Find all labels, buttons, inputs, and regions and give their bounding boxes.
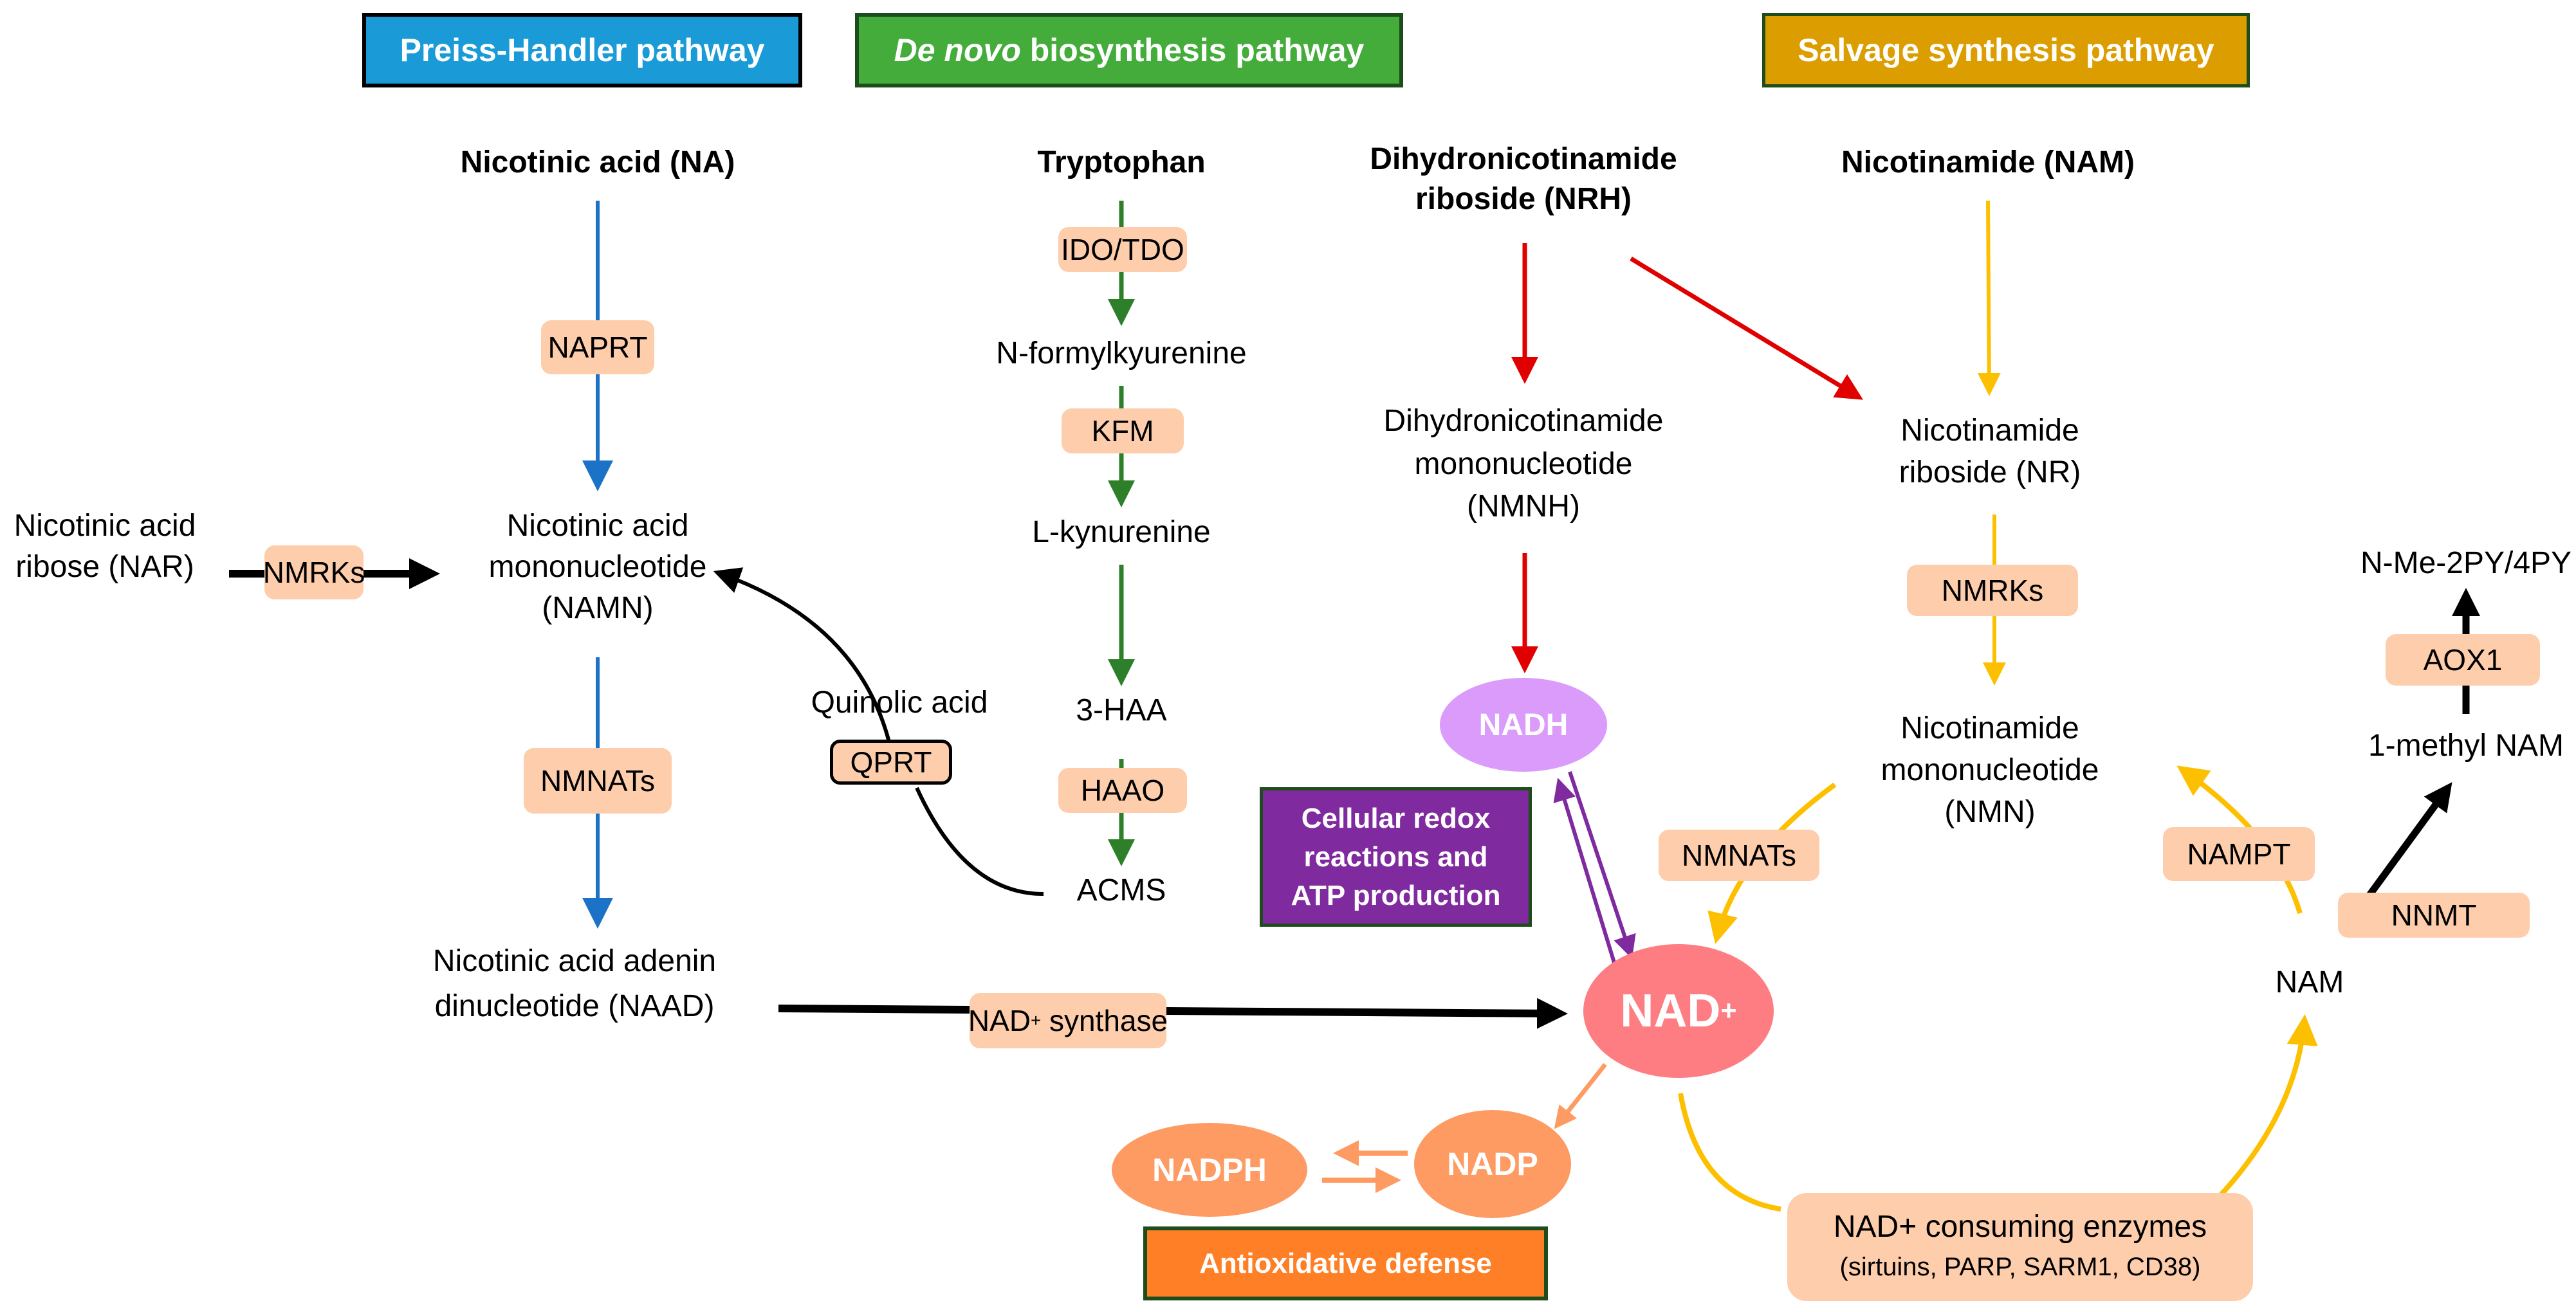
metabolite-nr-line1: Nicotinamide: [1900, 414, 2079, 448]
arrow-nam-to-nr: [1977, 200, 2001, 396]
header-de-novo: De novo biosynthesis pathway: [855, 13, 1403, 87]
node-nad-base: NAD: [1620, 985, 1721, 1037]
header-salvage: Salvage synthesis pathway: [1762, 13, 2250, 87]
curve-acms-to-qprt: [915, 787, 1044, 896]
enzyme-naprt: NAPRT: [541, 320, 654, 374]
enzyme-nmrks-left: NMRKs: [263, 545, 365, 599]
header-de-novo-label: De novo biosynthesis pathway: [894, 32, 1365, 69]
source-nrh-line2: riboside (NRH): [1415, 182, 1632, 216]
arrow-consuming-to-nam: [2218, 1014, 2318, 1198]
enzyme-nad-consuming: NAD+ consuming enzymes (sirtuins, PARP, S…: [1787, 1193, 2253, 1301]
node-nadp: NADP: [1414, 1110, 1571, 1218]
node-nad-plus: NAD+: [1583, 944, 1774, 1078]
metabolite-nmnh-line1: Dihydronicotinamide: [1383, 404, 1664, 438]
enzyme-nad-consuming-line1: NAD+ consuming enzymes: [1833, 1210, 2207, 1244]
function-redox-line3: ATP production: [1291, 879, 1501, 911]
header-de-novo-italic: De novo: [894, 32, 1021, 68]
enzyme-nmnats-left: NMNATs: [524, 748, 672, 814]
node-nad-sup: +: [1720, 995, 1737, 1026]
source-tryptophan: Tryptophan: [1037, 145, 1206, 179]
node-nadh: NADH: [1440, 678, 1607, 772]
function-antioxidative-box: Antioxidative defense: [1143, 1226, 1548, 1300]
arrow-nad-to-nadh: [1553, 778, 1617, 965]
metabolite-n-me-2py-4py: N-Me-2PY/4PY: [2360, 546, 2572, 580]
metabolite-nar-line2: ribose (NAR): [15, 550, 194, 584]
source-nicotinic-acid: Nicotinic acid (NA): [460, 145, 735, 179]
metabolite-n-formylkynurenine: N-formylkyurenine: [996, 336, 1247, 370]
source-nrh-line1: Dihydronicotinamide: [1370, 142, 1677, 176]
metabolite-namn-line2: mononucleotide: [488, 550, 707, 584]
metabolite-nam-recycled: NAM: [2275, 965, 2344, 999]
arrow-nad-to-nadp: [1554, 1062, 1607, 1129]
enzyme-haao: HAAO: [1058, 768, 1187, 813]
function-redox-line2: reactions and: [1303, 841, 1488, 873]
metabolite-l-kynurenine: L-kynurenine: [1032, 515, 1211, 549]
enzyme-aox1: AOX1: [2386, 634, 2540, 686]
enzyme-ido-tdo: IDO/TDO: [1058, 227, 1187, 272]
metabolite-nar-line1: Nicotinic acid: [14, 509, 196, 543]
enzyme-nad-synthase-rest: synthase: [1041, 1004, 1168, 1037]
enzyme-nnmt: NNMT: [2338, 893, 2530, 938]
arrow-nrh-to-nr: [1630, 257, 1863, 400]
function-redox-line1: Cellular redox: [1301, 802, 1491, 834]
enzyme-nad-synthase-base: NAD: [968, 1004, 1031, 1037]
metabolite-1-methyl-nam: 1-methyl NAM: [2368, 729, 2564, 763]
metabolite-naad-line2: dinucleotide (NAAD): [434, 989, 715, 1023]
metabolite-nmn-line2: mononucleotide: [1881, 753, 2099, 787]
function-redox-box: Cellular redox reactions and ATP product…: [1260, 787, 1532, 927]
enzyme-nad-synthase-sup: +: [1031, 1010, 1042, 1030]
metabolite-nmnh-line3: (NMNH): [1467, 489, 1580, 524]
enzyme-nad-consuming-line2: (sirtuins, PARP, SARM1, CD38): [1839, 1253, 2201, 1281]
metabolite-quinolic-acid: Quinolic acid: [811, 686, 988, 720]
arrow-naad-to-nad: [778, 998, 1568, 1029]
enzyme-nmrks-right: NMRKs: [1907, 565, 2078, 616]
metabolite-nr-line2: riboside (NR): [1899, 455, 2081, 489]
enzyme-nmnats-right: NMNATs: [1659, 830, 1819, 881]
header-salvage-label: Salvage synthesis pathway: [1798, 32, 2214, 68]
enzyme-kfm: KFM: [1062, 408, 1184, 453]
arrow-nad-to-consuming: [1678, 1093, 1781, 1212]
metabolite-3-haa: 3-HAA: [1076, 693, 1167, 727]
metabolite-acms: ACMS: [1076, 873, 1166, 907]
node-nadph: NADPH: [1112, 1123, 1307, 1217]
enzyme-qprt: QPRT: [830, 740, 952, 785]
arrow-nadh-to-nad: [1568, 771, 1636, 959]
header-preiss-handler-label: Preiss-Handler pathway: [400, 32, 765, 68]
function-antioxidative-label: Antioxidative defense: [1199, 1247, 1492, 1279]
metabolite-nmn-line1: Nicotinamide: [1900, 711, 2079, 745]
header-de-novo-rest: biosynthesis pathway: [1020, 32, 1365, 68]
source-nicotinamide: Nicotinamide (NAM): [1841, 145, 2135, 179]
enzyme-nampt: NAMPT: [2163, 827, 2315, 881]
metabolite-nmn-line3: (NMN): [1944, 795, 2036, 829]
metabolite-nmnh-line2: mononucleotide: [1414, 447, 1633, 481]
metabolite-naad-line1: Nicotinic acid adenin: [432, 944, 717, 978]
header-preiss-handler: Preiss-Handler pathway: [362, 13, 802, 87]
metabolite-namn-line1: Nicotinic acid: [506, 509, 689, 543]
arrow-quinolic-to-namn: [713, 567, 893, 751]
metabolite-namn-line3: (NAMN): [542, 591, 654, 625]
enzyme-nad-synthase: NAD+ synthase: [968, 993, 1168, 1048]
